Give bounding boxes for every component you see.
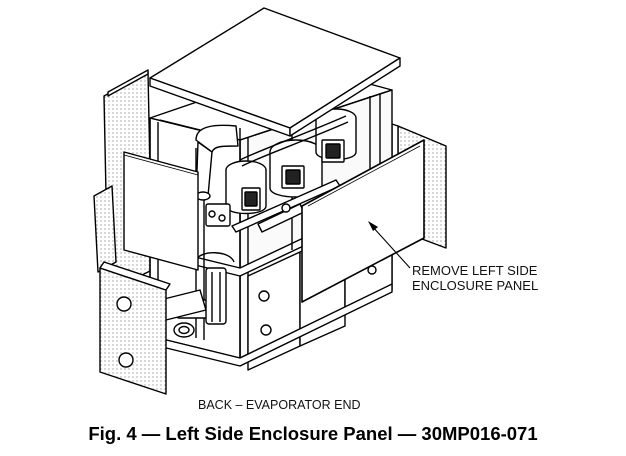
callout-arrow [368, 221, 411, 269]
evaporator-piping [159, 252, 235, 338]
back-evaporator-end-label: BACK – EVAPORATOR END [198, 398, 361, 412]
callout-label: REMOVE LEFT SIDE ENCLOSURE PANEL [412, 263, 538, 293]
figure-caption: Fig. 4 — Left Side Enclosure Panel — 30M… [88, 423, 538, 444]
left-side-enclosure-panel [301, 139, 425, 303]
removed-top-panel [149, 7, 401, 137]
removed-front-panel [123, 151, 199, 271]
callout-line-1: REMOVE LEFT SIDE [412, 263, 538, 278]
left-flange-panel [93, 185, 117, 273]
callout-line-2: ENCLOSURE PANEL [412, 278, 539, 293]
removed-end-panel [99, 261, 171, 395]
compressor-assembly [195, 108, 357, 233]
